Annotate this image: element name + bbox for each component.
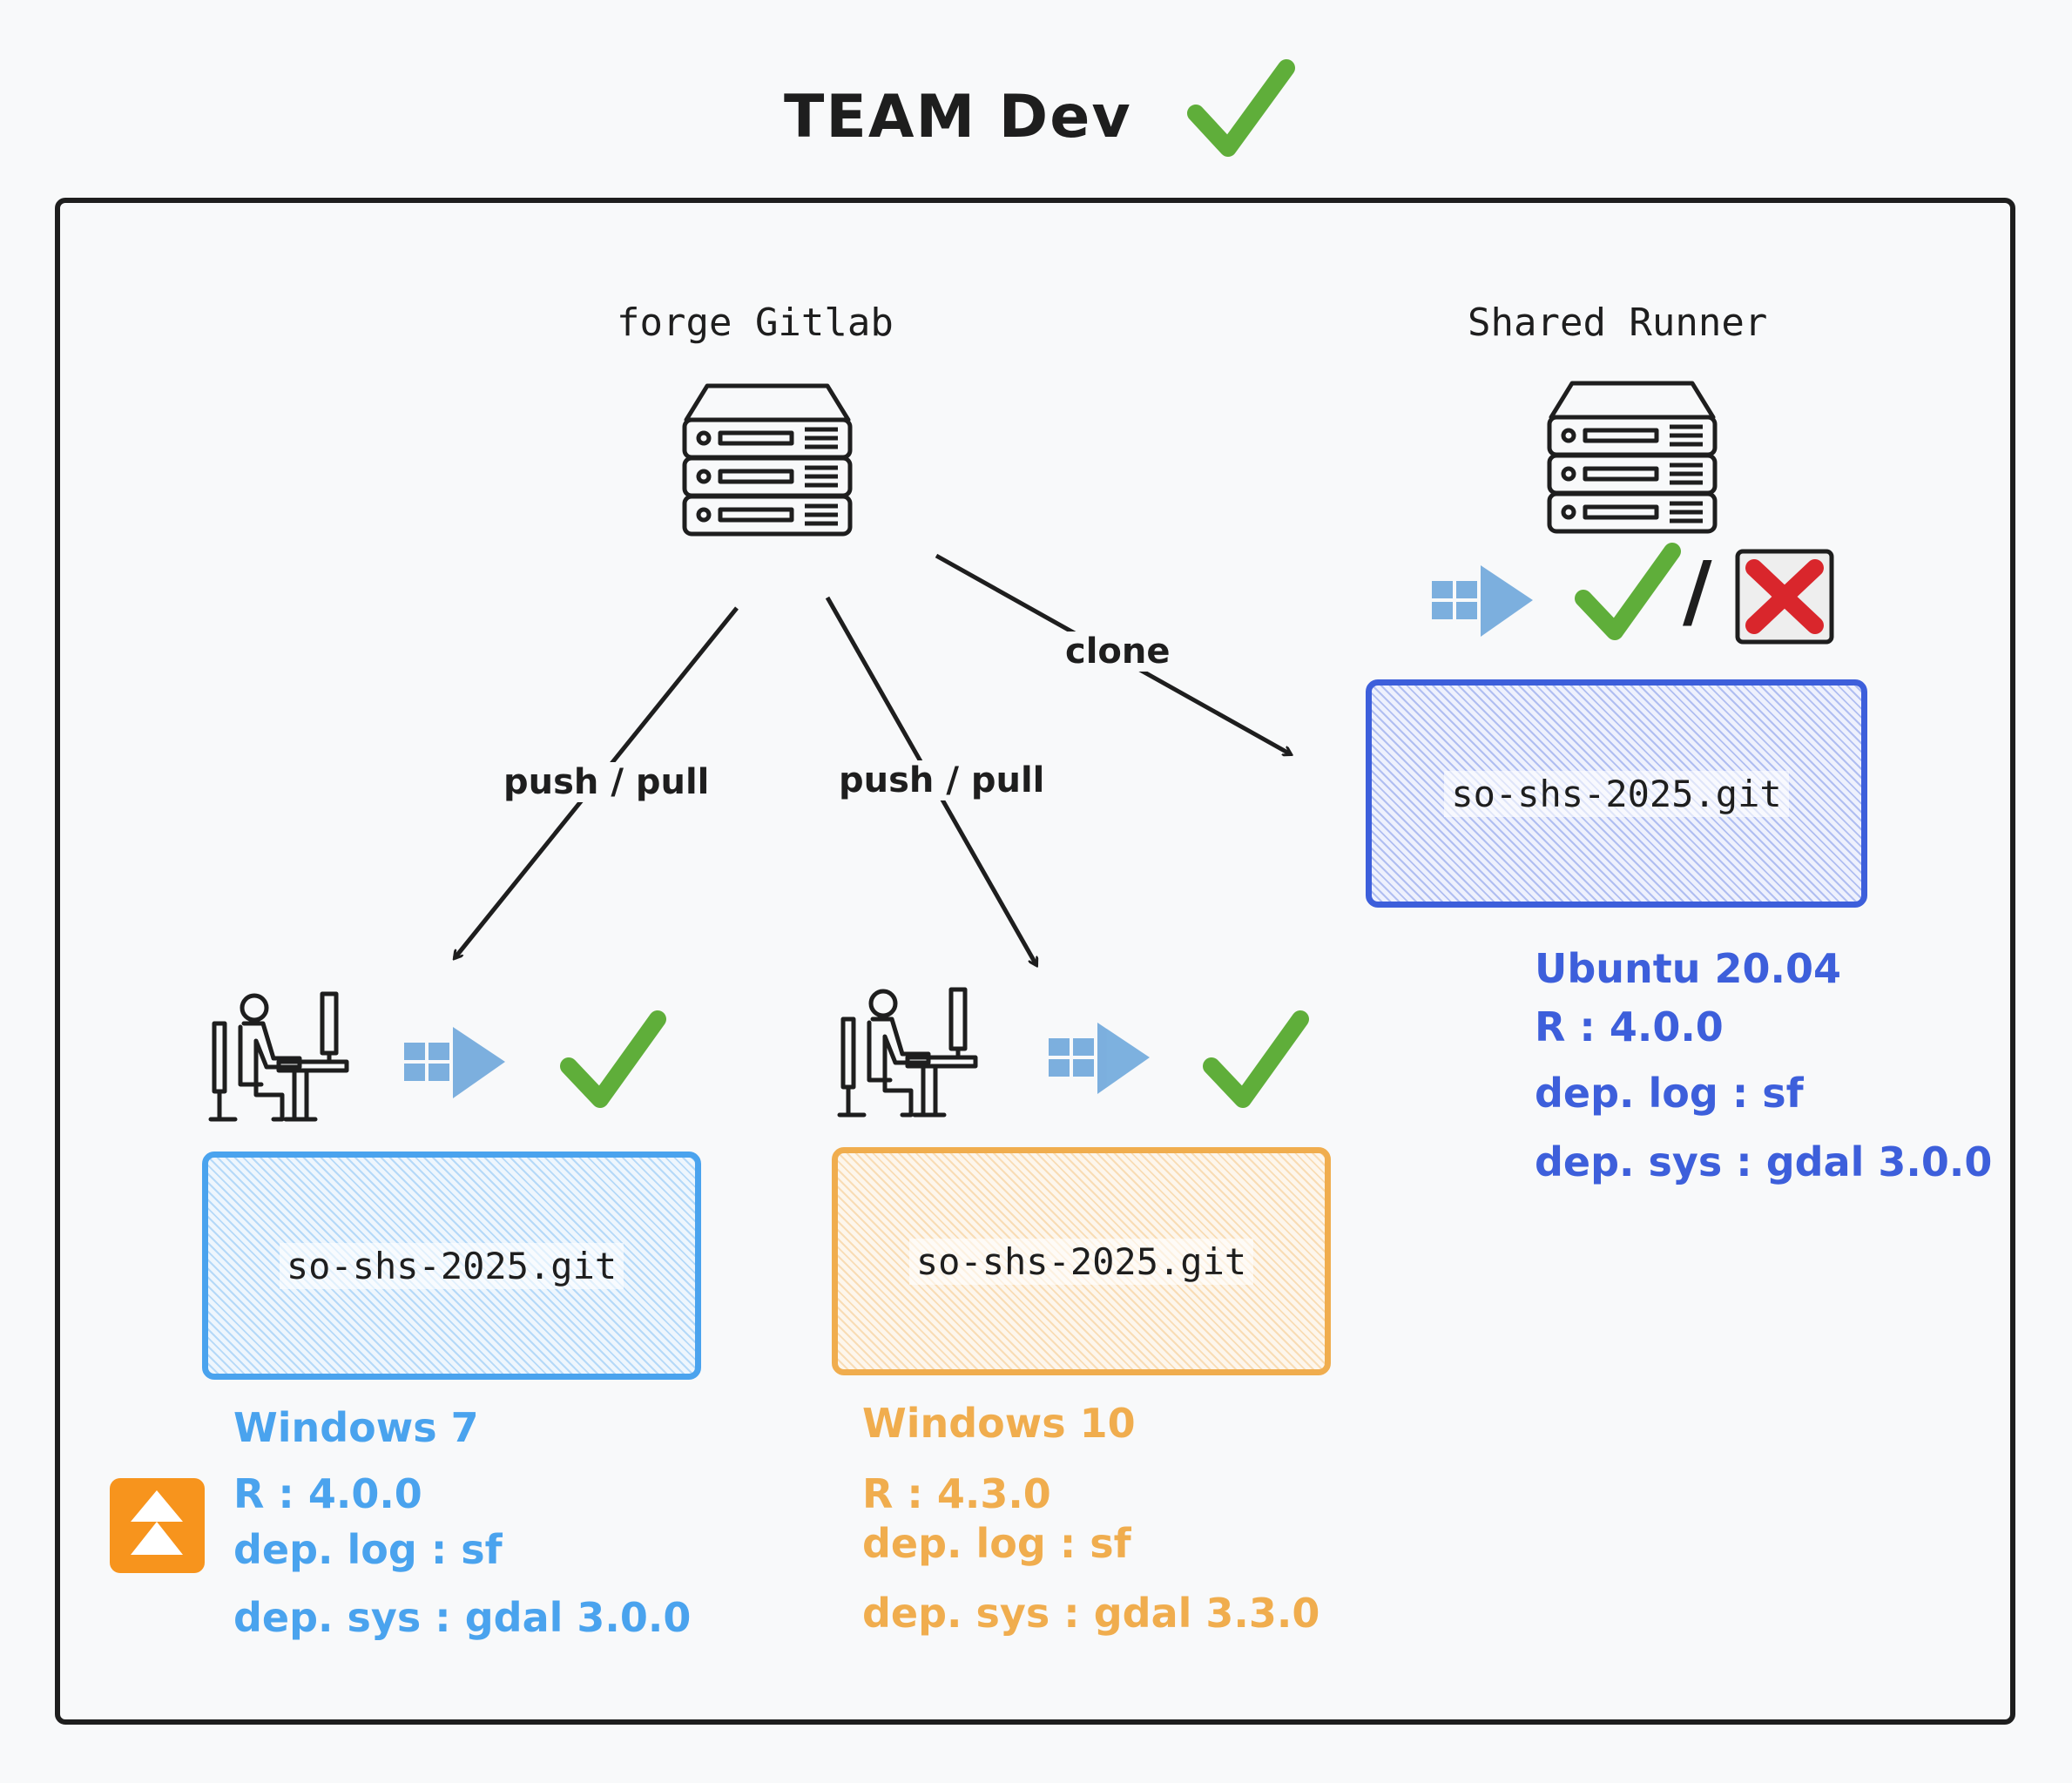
win10-spec-r: R : 4.3.0 <box>862 1470 1051 1517</box>
runner-status-separator: / <box>1683 544 1712 638</box>
diagram-title: TEAM Dev <box>784 83 1132 152</box>
title-check-icon <box>1187 59 1295 157</box>
gitlab-label: forge Gitlab <box>617 301 894 345</box>
runner-cross-icon <box>1735 549 1834 645</box>
developer-1-check-icon <box>560 1010 666 1108</box>
runner-spec-r: R : 4.0.0 <box>1535 1003 1724 1050</box>
developer-2-icon <box>837 987 978 1118</box>
developer-2-windows-arrow-icon <box>1049 1023 1150 1094</box>
win7-spec-dep-sys: dep. sys : gdal 3.0.0 <box>233 1594 692 1641</box>
win10-spec-os: Windows 10 <box>862 1400 1136 1447</box>
edge-label-push-pull-right: push / pull <box>832 760 1052 800</box>
win7-repo-box: so-shs-2025.git <box>202 1152 701 1380</box>
upgrade-icon <box>110 1478 205 1573</box>
developer-1-icon <box>208 991 349 1122</box>
gitlab-server-icon <box>682 383 853 537</box>
runner-server-icon <box>1547 381 1718 534</box>
runner-label: Shared Runner <box>1468 301 1768 345</box>
win10-spec-dep-log: dep. log : sf <box>862 1520 1131 1567</box>
win7-repo-label: so-shs-2025.git <box>279 1242 624 1289</box>
developer-1-windows-arrow-icon <box>404 1027 505 1098</box>
runner-spec-dep-log: dep. log : sf <box>1535 1070 1804 1117</box>
win10-spec-dep-sys: dep. sys : gdal 3.3.0 <box>862 1590 1320 1637</box>
runner-check-icon <box>1575 543 1681 640</box>
win7-spec-os: Windows 7 <box>233 1404 479 1451</box>
runner-spec-os: Ubuntu 20.04 <box>1535 945 1842 992</box>
developer-2-check-icon <box>1203 1010 1309 1108</box>
win7-spec-dep-log: dep. log : sf <box>233 1526 503 1573</box>
runner-repo-label: so-shs-2025.git <box>1444 770 1789 817</box>
runner-repo-box: so-shs-2025.git <box>1366 679 1867 908</box>
runner-spec-dep-sys: dep. sys : gdal 3.0.0 <box>1535 1138 1993 1185</box>
runner-windows-arrow-icon <box>1432 565 1533 637</box>
team-frame <box>55 198 2015 1725</box>
win10-repo-box: so-shs-2025.git <box>832 1147 1331 1375</box>
edge-label-push-pull-left: push / pull <box>496 762 717 802</box>
win7-spec-r: R : 4.0.0 <box>233 1470 422 1517</box>
win10-repo-label: so-shs-2025.git <box>908 1238 1254 1285</box>
edge-label-clone: clone <box>1058 631 1178 672</box>
